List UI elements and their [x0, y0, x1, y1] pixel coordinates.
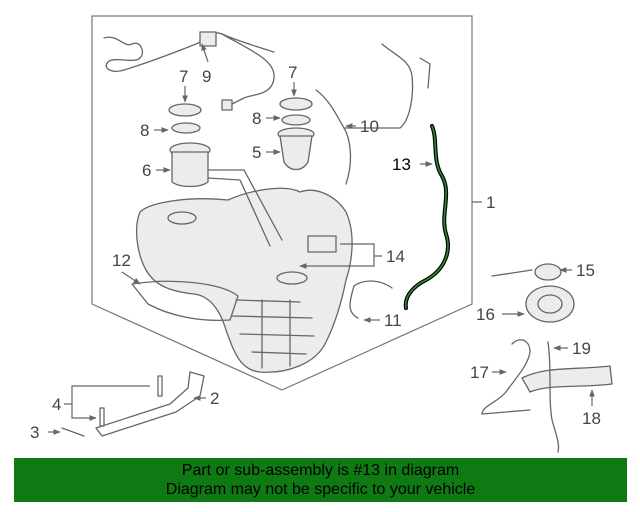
filler-neck — [481, 339, 531, 415]
harness-connector — [199, 31, 217, 47]
heat-shield — [131, 280, 239, 322]
tank-label-plate — [307, 235, 337, 253]
callout-11: 11 — [384, 311, 402, 330]
lock-ring-left — [168, 103, 202, 117]
tank-strap — [95, 371, 205, 437]
callout-5: 5 — [252, 143, 261, 162]
vapor-hose-highlight — [403, 124, 450, 310]
fuel-sender-body — [279, 135, 313, 171]
fuel-tank — [135, 187, 353, 373]
strap-bolt-lower — [99, 407, 105, 427]
tank-ribs — [231, 299, 315, 369]
callout-14: 14 — [386, 247, 405, 266]
callout-8b: 8 — [252, 109, 261, 128]
callout-7b: 7 — [288, 63, 297, 82]
footer-banner: Part or sub-assembly is #13 in diagram D… — [14, 458, 627, 502]
callout-16: 16 — [476, 305, 495, 324]
leader-14 — [300, 243, 382, 266]
strap-pin — [61, 427, 85, 437]
parts-diagram: 1 2 3 4 5 6 7 7 8 8 9 10 11 12 13 14 15 … — [30, 15, 613, 453]
callout-7a: 7 — [179, 67, 188, 86]
tank-port-right — [276, 271, 308, 285]
callout-2: 2 — [210, 389, 219, 408]
harness-clip — [221, 99, 233, 111]
filler-hose — [521, 365, 613, 393]
harness-branch — [221, 33, 275, 107]
callout-19: 19 — [572, 339, 591, 358]
vent-tube — [315, 43, 431, 185]
strap-bolt-upper — [157, 375, 163, 397]
footer-line-2: Diagram may not be specific to your vehi… — [165, 481, 476, 498]
callout-13: 13 — [392, 155, 411, 174]
tank-port-left — [167, 211, 197, 225]
callout-17: 17 — [470, 363, 489, 382]
callout-10: 10 — [360, 117, 379, 136]
seal-right — [281, 114, 311, 126]
callout-1: 1 — [486, 193, 495, 212]
footer-line-1: Part or sub-assembly is #13 in diagram — [181, 462, 460, 479]
callout-6: 6 — [142, 161, 151, 180]
callout-15: 15 — [576, 261, 595, 280]
lock-ring-right — [279, 97, 313, 111]
leader-12 — [121, 271, 141, 285]
fuel-pump-body — [171, 151, 209, 188]
pump-lines — [207, 169, 283, 247]
callout-18: 18 — [582, 409, 601, 428]
hose-11 — [349, 280, 393, 319]
vapor-hose-inner — [404, 125, 449, 309]
assembly-frame — [91, 15, 473, 391]
seal-left — [171, 122, 201, 134]
fuel-filler-opening — [537, 294, 563, 314]
fuel-filler-housing — [525, 285, 575, 323]
callout-3: 3 — [30, 423, 39, 442]
callout-12: 12 — [112, 251, 131, 270]
wiring-harness — [103, 32, 275, 72]
callout-4: 4 — [52, 395, 61, 414]
callout-8a: 8 — [140, 121, 149, 140]
leader-9 — [201, 43, 209, 63]
fuel-filler-cap — [534, 263, 562, 281]
cap-tether — [491, 269, 533, 277]
callout-9: 9 — [202, 67, 211, 86]
leader-4 — [64, 385, 150, 418]
breather-tube — [547, 341, 560, 453]
